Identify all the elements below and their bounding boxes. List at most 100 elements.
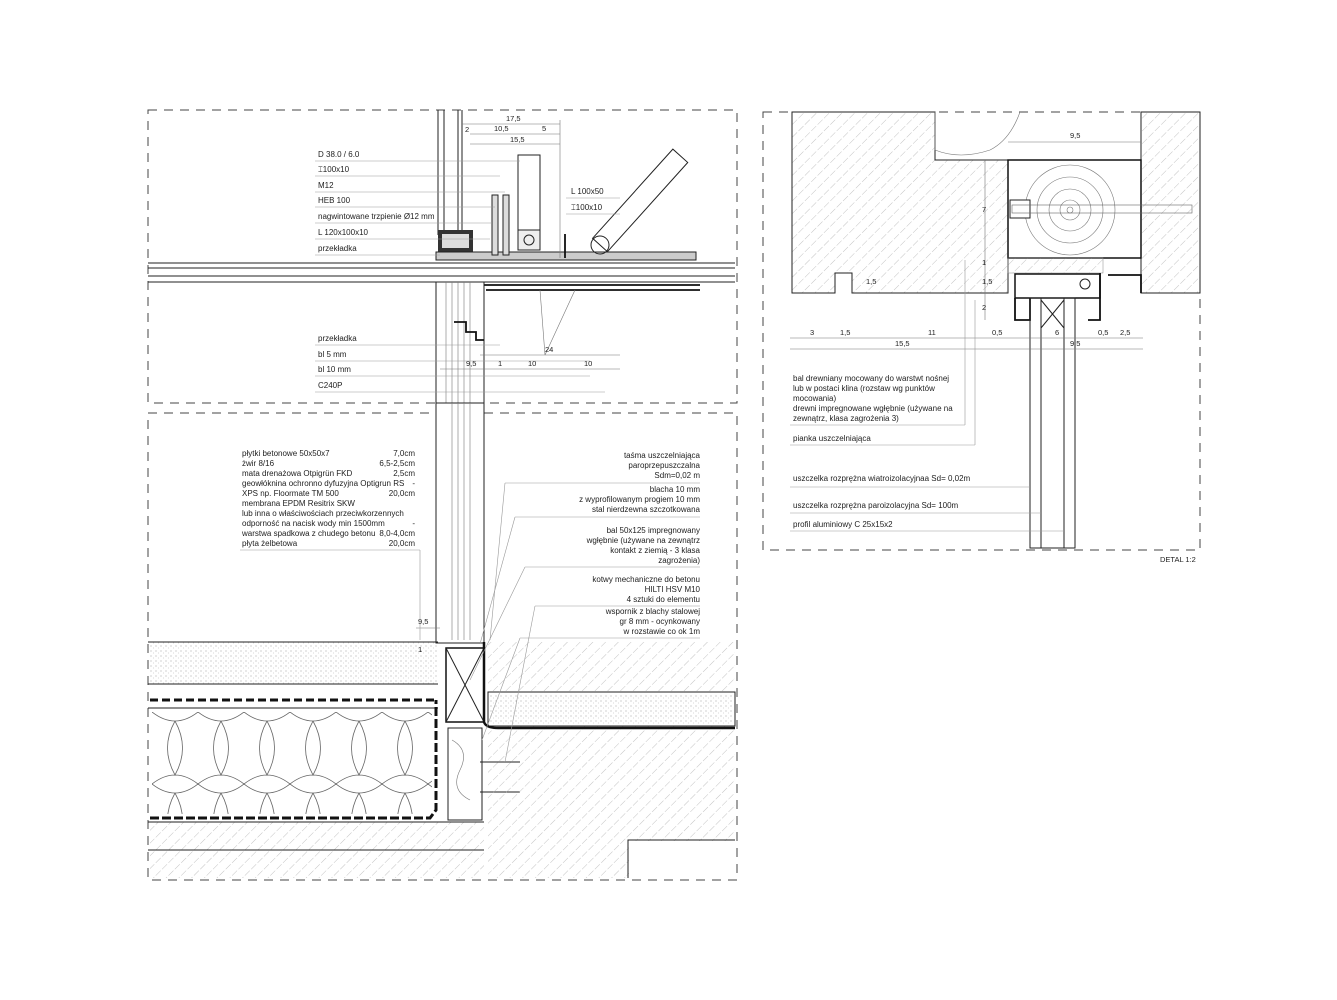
c-channel [435, 281, 700, 404]
note-line: kotwy mechaniczne do betonu [592, 575, 700, 584]
dim-label: 3 [810, 328, 814, 337]
steel-bracket [447, 727, 483, 821]
dim-label: 17,5 [506, 114, 521, 123]
layer-value: 8,0-4,0cm [379, 529, 415, 538]
dim-label: 9,5 [418, 617, 428, 626]
note-line: bal drewniany mocowany do warstwt nośnej [793, 374, 949, 383]
note-line: HILTI HSV M10 [645, 585, 701, 594]
layer-name: XPS np. Floormate TM 500 [242, 489, 339, 498]
note-line: wspornik z blachy stalowej [605, 607, 700, 616]
dim-label: 5 [542, 124, 546, 133]
label-channel: C240P [318, 381, 342, 390]
dim-label: 15,5 [510, 135, 525, 144]
dim-label: 10 [584, 359, 592, 368]
layer-name: płytki betonowe 50x50x7 [242, 449, 330, 458]
note-line: bal 50x125 impregnowany [607, 526, 700, 535]
layer-value: 20,0cm [389, 539, 416, 548]
mid-labels: przekładka bl 5 mm bl 10 mm C240P 9,5 1 … [315, 289, 620, 393]
note-line: drewni impregnowane wgłębnie (używane na [793, 404, 953, 413]
dim-label: 2 [982, 303, 986, 312]
detail-notes: bal drewniany mocowany do warstwt nośnej… [790, 260, 1064, 532]
component-notes: taśma uszczelniająca paroprzepuszczalna … [469, 451, 701, 763]
note-line: z wyprofilowanym progiem 10 mm [579, 495, 700, 504]
note-line: mocowania) [793, 394, 836, 403]
label-tube: D 38.0 / 6.0 [318, 150, 360, 159]
layer-name: membrana EPDM Resitrix SKW [242, 499, 355, 508]
dim-label: 1,5 [866, 277, 876, 286]
glass-facade-lower [435, 402, 485, 644]
note-line: blacha 10 mm [650, 485, 701, 494]
label-angle-right: L 100x50 [571, 187, 604, 196]
note-line: wgłębnie (używane na zewnątrz [586, 536, 700, 545]
note-line: taśma uszczelniająca [624, 451, 701, 460]
layer-name: odporność na nacisk wody min 1500mm [242, 519, 385, 528]
layer-value: 20,0cm [389, 489, 416, 498]
note-line: uszczelka rozprężna wiatroizolacyjnaa Sd… [793, 474, 971, 483]
layer-name: płyta żelbetowa [242, 539, 298, 548]
note-line: pianka uszczelniająca [793, 434, 871, 443]
layer-value: 7,0cm [393, 449, 415, 458]
ground [488, 642, 735, 878]
dim-label: 0,5 [1098, 328, 1108, 337]
dim-label: 7 [982, 205, 986, 214]
floor-beam [148, 251, 735, 283]
dim-label: 11 [928, 328, 936, 337]
dim-label: 0,5 [992, 328, 1002, 337]
layer-name: geowłóknina ochronno dyfuzyjna Optigrun … [242, 479, 404, 488]
dim-label: 1 [982, 258, 986, 267]
label-plate: ⌶100x10 [318, 165, 350, 174]
note-line: uszczelka rozprężna paroizolacyjna Sd= 1… [793, 501, 959, 510]
dimension-lines-top [462, 120, 561, 258]
layer-value: - [412, 479, 415, 488]
layer-value: - [412, 519, 415, 528]
note-line: 4 sztuki do elementu [627, 595, 700, 604]
note-line: zewnątrz, klasa zagrożenia 3) [793, 414, 899, 423]
label-spacer-2: przekładka [318, 334, 357, 343]
layer-name: żwir 8/16 [242, 459, 275, 468]
note-line: w rozstawie co ok 1m [623, 627, 701, 636]
dim-label: 9,5 [1070, 339, 1080, 348]
label-plate-5mm: bl 5 mm [318, 350, 347, 359]
epdm-membrane [150, 700, 438, 820]
label-bolt: M12 [318, 181, 334, 190]
dim-label: 10,5 [494, 124, 509, 133]
glass-facade [437, 110, 473, 252]
dim-label: 1 [418, 645, 422, 654]
layer-name: warstwa spadkowa z chudego betonu [241, 529, 375, 538]
floor-layers-legend: płytki betonowe 50x50x7 7,0cm żwir 8/16 … [240, 449, 421, 640]
label-beam: HEB 100 [318, 196, 351, 205]
label-plate-10mm: bl 10 mm [318, 365, 351, 374]
label-studs: nagwintowane trzpienie Ø12 mm [318, 212, 435, 221]
layer-name: lub inna o właściwościach przeciwkorzenn… [242, 509, 404, 518]
label-angle: L 120x100x10 [318, 228, 369, 237]
note-line: zagrożenia) [658, 556, 700, 565]
dim-label: 10 [528, 359, 536, 368]
dim-label: 9,5 [466, 359, 476, 368]
dim-label: 24 [545, 345, 553, 354]
dim-label: 9,5 [1070, 131, 1080, 140]
anchor-rod [1011, 204, 1193, 214]
note-line: profil aluminiowy C 25x15x2 [793, 520, 893, 529]
dim-label: 2 [465, 125, 469, 134]
layer-name: mata drenażowa Otpigrün FKD [242, 469, 352, 478]
dim-label: 6 [1055, 328, 1059, 337]
layer-value: 2,5cm [393, 469, 415, 478]
dim-label: 1 [498, 359, 502, 368]
dim-label: 1,5 [982, 277, 992, 286]
note-line: gr 8 mm - ocynkowany [620, 617, 700, 626]
dim-label: 1,5 [840, 328, 850, 337]
note-line: lub w postaci klina (rozstaw wg punktów [793, 384, 935, 393]
label-spacer: przekładka [318, 244, 357, 253]
note-line: paroprzepuszczalna [628, 461, 700, 470]
dim-label: 2,5 [1120, 328, 1130, 337]
aluminium-profile [1014, 273, 1101, 299]
layer-value: 6,5-2,5cm [379, 459, 415, 468]
detail-wall [790, 111, 1201, 549]
steel-posts [491, 148, 689, 258]
note-line: kontakt z ziemią - 3 klasa [610, 546, 700, 555]
note-line: stal nierdzewna szczotkowana [592, 505, 701, 514]
label-plate-right: ⌶100x10 [571, 203, 603, 212]
top-labels: D 38.0 / 6.0 ⌶100x10 M12 HEB 100 nagwint… [315, 150, 620, 256]
note-line: Sdm=0,02 m [654, 471, 700, 480]
